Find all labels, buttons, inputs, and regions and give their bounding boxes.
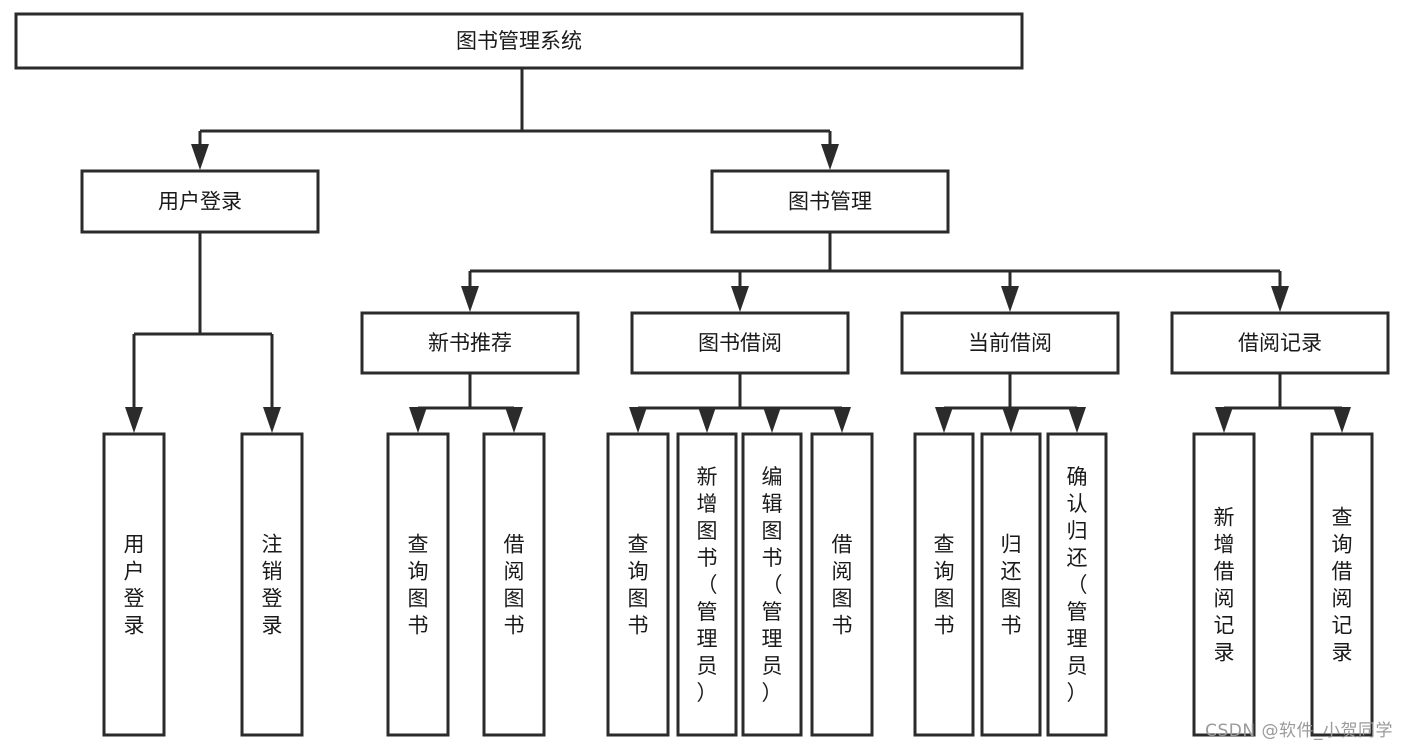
node-label: 注销登录 <box>262 533 283 638</box>
node-book-borrow[interactable]: 图书借阅 <box>630 311 850 375</box>
node-leaf-query-book-2[interactable]: 查询图书 <box>606 432 670 737</box>
node-leaf-query-book-3[interactable]: 查询图书 <box>913 432 975 737</box>
node-box <box>360 311 580 375</box>
node-leaf-add-book[interactable]: 新增图书（管理员） <box>676 432 738 737</box>
node-leaf-borrow-book-1[interactable]: 借阅图书 <box>482 432 546 737</box>
node-leaf-return-book[interactable]: 归还图书 <box>980 432 1042 737</box>
arrow-head-icon <box>191 144 209 170</box>
node-label: 查询借阅记录 <box>1332 506 1353 665</box>
node-leaf-logout[interactable]: 注销登录 <box>240 432 304 737</box>
node-box <box>386 432 450 737</box>
node-box <box>980 432 1042 737</box>
arrow-head-icon <box>505 407 523 433</box>
node-box <box>482 432 546 737</box>
node-leaf-confirm-return[interactable]: 确认归还（管理员） <box>1046 432 1108 737</box>
node-label: 图书管理 <box>788 190 872 214</box>
node-label: 查询图书 <box>408 533 429 638</box>
node-leaf-borrow-book-2[interactable]: 借阅图书 <box>810 432 874 737</box>
node-box <box>913 432 975 737</box>
node-label: 借阅记录 <box>1238 331 1322 355</box>
arrow-head-icon <box>461 286 479 312</box>
node-layer: 图书管理系统用户登录图书管理新书推荐图书借阅当前借阅借阅记录用户登录注销登录查询… <box>14 12 1390 737</box>
node-box <box>1192 432 1256 737</box>
node-leaf-add-record[interactable]: 新增借阅记录 <box>1192 432 1256 737</box>
node-label: 编辑图书（管理员） <box>762 465 783 705</box>
node-box <box>741 432 803 737</box>
arrow-head-icon <box>698 407 716 433</box>
arrow-head-icon <box>1002 407 1020 433</box>
arrow-head-icon <box>263 407 281 433</box>
node-label: 查询图书 <box>628 533 649 638</box>
node-user-login[interactable]: 用户登录 <box>80 169 320 234</box>
node-label: 归还图书 <box>1001 533 1022 638</box>
arrow-head-icon <box>1068 407 1086 433</box>
arrow-head-icon <box>1333 407 1351 433</box>
node-label: 图书借阅 <box>698 331 782 355</box>
node-root[interactable]: 图书管理系统 <box>14 12 1024 70</box>
arrow-head-icon <box>935 407 953 433</box>
node-book-manage[interactable]: 图书管理 <box>710 169 950 234</box>
node-box <box>710 169 950 234</box>
node-box <box>240 432 304 737</box>
arrow-head-icon <box>629 407 647 433</box>
node-box <box>102 432 166 737</box>
node-box <box>1046 432 1108 737</box>
arrow-head-icon <box>409 407 427 433</box>
node-current-borrow[interactable]: 当前借阅 <box>900 311 1120 375</box>
connector-layer <box>125 68 1351 433</box>
node-box <box>900 311 1120 375</box>
node-box <box>1310 432 1374 737</box>
node-leaf-query-record[interactable]: 查询借阅记录 <box>1310 432 1374 737</box>
node-box <box>1170 311 1390 375</box>
node-label: 确认归还（管理员） <box>1067 465 1088 705</box>
node-label: 新书推荐 <box>428 331 512 355</box>
arrow-head-icon <box>1215 407 1233 433</box>
node-box <box>810 432 874 737</box>
node-box <box>80 169 320 234</box>
node-label: 借阅图书 <box>832 533 853 638</box>
node-label: 借阅图书 <box>504 533 525 638</box>
node-label: 查询图书 <box>934 533 955 638</box>
node-leaf-query-book-1[interactable]: 查询图书 <box>386 432 450 737</box>
node-box <box>630 311 850 375</box>
arrow-head-icon <box>731 286 749 312</box>
node-borrow-record[interactable]: 借阅记录 <box>1170 311 1390 375</box>
arrow-head-icon <box>1271 286 1289 312</box>
node-box <box>676 432 738 737</box>
arrow-head-icon <box>821 144 839 170</box>
arrow-head-icon <box>833 407 851 433</box>
node-label: 当前借阅 <box>968 331 1052 355</box>
arrow-head-icon <box>125 407 143 433</box>
arrow-head-icon <box>763 407 781 433</box>
node-label: 用户登录 <box>124 533 145 638</box>
node-label: 用户登录 <box>158 190 242 214</box>
node-box <box>14 12 1024 70</box>
node-leaf-edit-book[interactable]: 编辑图书（管理员） <box>741 432 803 737</box>
node-label: 新增图书（管理员） <box>697 465 718 705</box>
node-leaf-user-login[interactable]: 用户登录 <box>102 432 166 737</box>
node-box <box>606 432 670 737</box>
node-label: 图书管理系统 <box>456 29 582 53</box>
node-new-book-rec[interactable]: 新书推荐 <box>360 311 580 375</box>
arrow-head-icon <box>1001 286 1019 312</box>
watermark-text: CSDN @软件_小贺同学 <box>1205 721 1393 741</box>
node-label: 新增借阅记录 <box>1214 506 1235 665</box>
